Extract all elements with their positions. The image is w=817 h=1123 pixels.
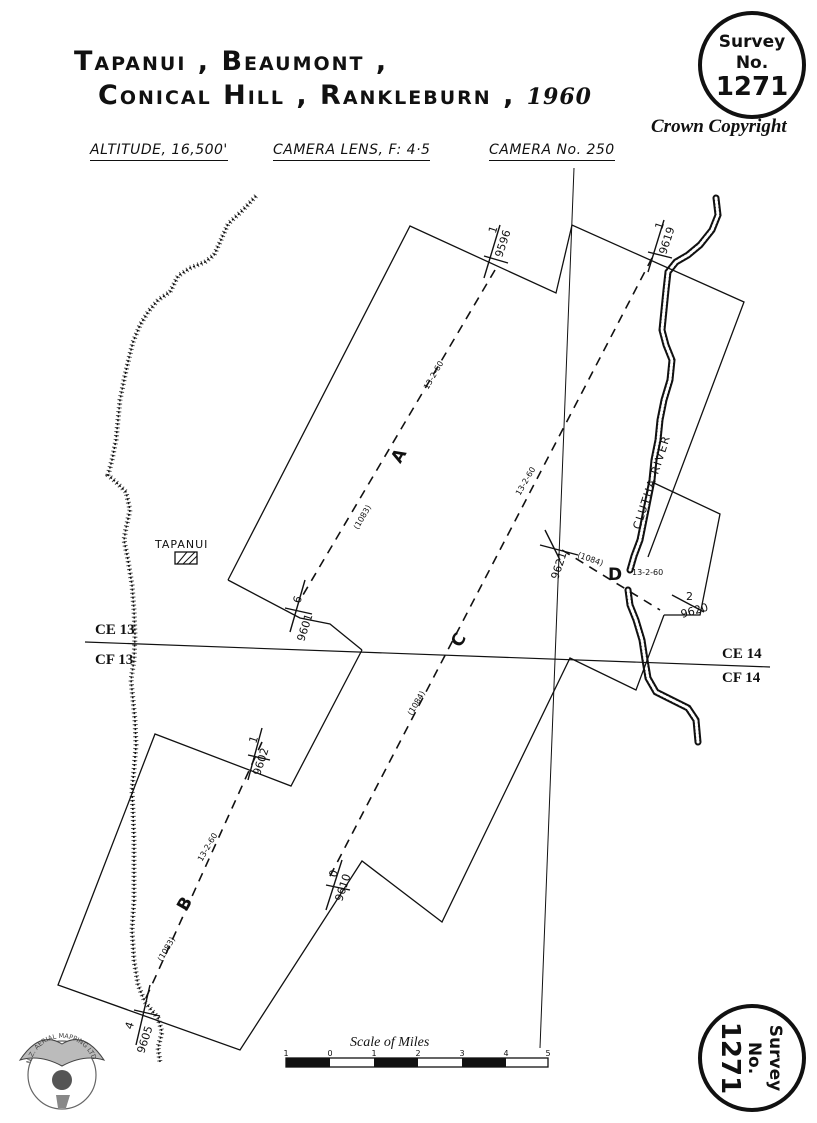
run-a-letter: A	[387, 445, 411, 467]
run-a-start-frame: 1	[486, 224, 501, 235]
map-title-line1: Tapanui , Beaumont ,	[74, 46, 389, 77]
grid-label-cf14: CF 14	[722, 670, 761, 686]
run-d-end-photo: 9620	[679, 601, 709, 621]
scale-tick-6: 5	[545, 1049, 550, 1058]
run-b-start-frame: 1	[246, 734, 261, 745]
scale-bar: Scale of Miles 1 0 1 2 3 4 5	[283, 1035, 551, 1068]
railway-line	[105, 194, 258, 1063]
scale-tick-4: 3	[459, 1049, 464, 1058]
run-d-outline	[653, 482, 721, 616]
run-b-film: (1083)	[156, 935, 177, 963]
run-c-letter: C	[447, 630, 471, 651]
run-b-c-outline	[57, 614, 665, 1051]
run-c-start-frame: 1	[652, 220, 667, 231]
camera-lens-spec: CAMERA LENS, F: 4·5	[273, 142, 431, 161]
run-c-date: 13-2-60	[514, 465, 537, 497]
run-b-end-photo: 9605	[134, 1024, 155, 1055]
flight-line-d	[561, 549, 661, 611]
photo-ticks	[133, 219, 705, 1046]
seal-top-label2: No.	[736, 53, 768, 73]
flight-line-c	[327, 257, 653, 881]
run-a-outline-bottom	[227, 579, 363, 651]
run-c-film: (1084)	[406, 689, 427, 717]
seal-top-number: 1271	[716, 72, 788, 102]
map-title-year: 1960	[526, 84, 592, 110]
run-b-date: 13-2-60	[196, 831, 219, 863]
survey-seal-top: Survey No. 1271	[698, 11, 806, 119]
run-b-letter: B	[173, 893, 197, 914]
camera-number-spec: CAMERA No. 250	[489, 142, 615, 161]
run-d-start-photo: 9621	[548, 550, 569, 581]
crown-copyright: Crown Copyright	[651, 116, 787, 137]
scale-tick-2: 1	[371, 1049, 376, 1058]
nz-aerial-mapping-logo: N.Z. AERIAL MAPPING LTD	[18, 1032, 106, 1110]
run-d-letter: D	[608, 565, 622, 585]
seal-bottom-label1: Survey	[765, 1025, 785, 1091]
clutha-river-label: CLUTHA RIVER	[630, 433, 673, 531]
scale-tick-1: 0	[327, 1049, 332, 1058]
survey-seal-bottom: Survey No. 1271	[698, 1004, 806, 1112]
reference-meridian	[539, 167, 575, 1049]
seal-top-label1: Survey	[719, 32, 785, 52]
run-a-c-outline-top	[227, 224, 745, 581]
grid-label-ce13: CE 13	[95, 622, 135, 638]
altitude-spec: ALTITUDE, 16,500'	[90, 142, 228, 161]
seal-bottom-number: 1271	[715, 1022, 745, 1094]
map-title-line2: Conical Hill , Rankleburn , 1960	[98, 80, 592, 111]
coverage-outlines	[57, 224, 745, 1051]
run-b-start-photo: 9602	[250, 746, 271, 777]
flight-line-a	[299, 269, 496, 601]
scale-tick-0: 1	[283, 1049, 288, 1058]
scale-tick-5: 4	[503, 1049, 508, 1058]
run-b-end-frame: 4	[122, 1020, 137, 1031]
run-c-end-frame: 0	[326, 868, 341, 879]
run-d-date: 13-2-60	[632, 568, 663, 577]
scale-tick-3: 2	[415, 1049, 420, 1058]
tapanui-town: TAPANUI	[154, 538, 208, 565]
flight-lines	[144, 257, 661, 1001]
grid-label-cf13: CF 13	[95, 652, 133, 668]
map-title-line2-text: Conical Hill , Rankleburn ,	[98, 80, 516, 111]
seal-bottom-label2: No.	[744, 1042, 764, 1074]
grid-label-ce14: CE 14	[722, 646, 762, 662]
tapanui-label: TAPANUI	[154, 538, 208, 551]
run-a-end-frame: 6	[290, 594, 305, 605]
run-d-end-frame: 2	[686, 590, 693, 603]
grid-boundary-line	[84, 641, 771, 668]
run-a-date: 13-2-60	[422, 359, 445, 391]
run-d-film: (1084)	[576, 550, 604, 568]
scale-title: Scale of Miles	[350, 1035, 430, 1050]
